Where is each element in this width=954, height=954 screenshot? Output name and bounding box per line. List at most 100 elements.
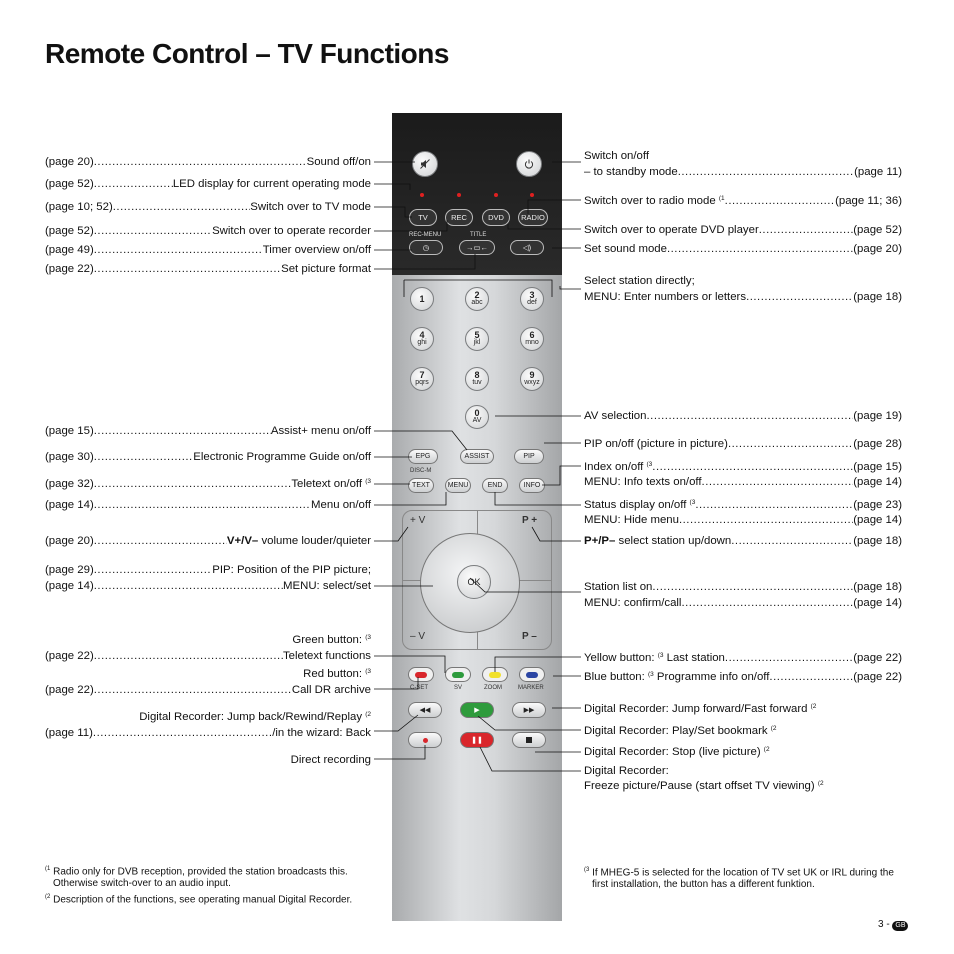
label-led-display: (page 52)LED display for current operati… xyxy=(45,177,371,191)
label-epg: (page 30)Electronic Programme Guide on/o… xyxy=(45,450,371,464)
label-pip-position: (page 29)PIP: Position of the PIP pictur… xyxy=(45,563,371,577)
label-yellow-button: Yellow button: (3 Last station(page 22) xyxy=(584,651,902,665)
label-menu: (page 14)Menu on/off xyxy=(45,498,371,512)
power-button[interactable] xyxy=(516,151,542,177)
label-standby: – to standby mode(page 11) xyxy=(584,165,902,179)
record-button[interactable] xyxy=(408,732,442,748)
yellow-button[interactable] xyxy=(482,667,508,682)
label-info-texts: MENU: Info texts on/off(page 14) xyxy=(584,475,902,489)
timer-button[interactable]: ◷ xyxy=(409,240,443,255)
label-status-display: Status display on/off (3(page 23) xyxy=(584,498,902,512)
text-button[interactable]: TEXT xyxy=(408,478,434,493)
zoom-caption: ZOOM xyxy=(484,685,502,691)
label-dr-pause-2: Freeze picture/Pause (start offset TV vi… xyxy=(584,780,824,792)
forward-button[interactable]: ▶▶ xyxy=(512,702,546,718)
page-number: 3 - GB xyxy=(878,918,909,931)
label-station-updown: P+/P– select station up/down(page 18) xyxy=(584,534,902,548)
label-dr-pause-1: Digital Recorder: xyxy=(584,765,669,777)
forward-icon: ▶▶ xyxy=(523,707,535,714)
label-hide-menu: MENU: Hide menu(page 14) xyxy=(584,513,902,527)
format-icon: →▭← xyxy=(465,243,489,252)
power-icon xyxy=(524,159,534,169)
led-tv xyxy=(420,193,424,197)
red-button[interactable] xyxy=(408,667,434,682)
country-badge: GB xyxy=(892,921,909,931)
blue-button[interactable] xyxy=(519,667,545,682)
label-teletext-functions: (page 22)Teletext functions xyxy=(45,649,371,663)
pause-icon: ❚❚ xyxy=(471,737,483,744)
pip-button[interactable]: PIP xyxy=(514,449,544,464)
key-1[interactable]: 1 xyxy=(410,287,434,311)
clock-icon: ◷ xyxy=(422,243,430,252)
mute-button[interactable] xyxy=(412,151,438,177)
radio-button[interactable]: RADIO xyxy=(518,209,548,226)
label-index: Index on/off (3(page 15) xyxy=(584,460,902,474)
label-tv-mode: (page 10; 52)Switch over to TV mode xyxy=(45,200,371,214)
label-switch-onoff: Switch on/off xyxy=(584,150,650,162)
green-button[interactable] xyxy=(445,667,471,682)
vol-down-button[interactable]: – V xyxy=(410,631,426,642)
picture-format-button[interactable]: →▭← xyxy=(459,240,495,255)
label-menu-select: (page 14)MENU: select/set xyxy=(45,579,371,593)
label-volume: (page 20)V+/V– volume louder/quieter xyxy=(45,534,371,548)
rec-menu-caption: REC-MENU xyxy=(409,232,442,238)
play-button[interactable]: ▶ xyxy=(460,702,494,718)
led-rec xyxy=(457,193,461,197)
label-dr-forward: Digital Recorder: Jump forward/Fast forw… xyxy=(584,703,817,715)
epg-button[interactable]: EPG xyxy=(408,449,438,464)
mute-icon xyxy=(420,159,430,169)
label-station-list: Station list on(page 18) xyxy=(584,580,902,594)
green-key-icon xyxy=(452,671,464,678)
label-dr-archive: (page 22)Call DR archive xyxy=(45,683,371,697)
rec-button[interactable]: REC xyxy=(445,209,473,226)
label-dvd-mode: Switch over to operate DVD player(page 5… xyxy=(584,223,902,237)
end-button[interactable]: END xyxy=(482,478,508,493)
page-title: Remote Control – TV Functions xyxy=(45,38,449,69)
footnote-2: (2 Description of the functions, see ope… xyxy=(45,894,353,906)
ok-button[interactable]: OK xyxy=(457,565,491,599)
cset-caption: C-SET xyxy=(410,685,428,691)
dvd-button[interactable]: DVD xyxy=(482,209,510,226)
record-icon xyxy=(422,737,428,743)
prog-down-button[interactable]: P – xyxy=(522,631,537,642)
label-enter-numbers: MENU: Enter numbers or letters(page 18) xyxy=(584,290,902,304)
yellow-key-icon xyxy=(489,671,501,678)
label-sound-off: (page 20)Sound off/on xyxy=(45,155,371,169)
stop-icon xyxy=(526,737,532,743)
footnote-3: (3 If MHEG-5 is selected for the locatio… xyxy=(584,867,894,879)
assist-button[interactable]: ASSIST xyxy=(460,449,494,464)
sound-mode-button[interactable]: ◁) xyxy=(510,240,544,255)
pause-button[interactable]: ❚❚ xyxy=(460,732,494,748)
led-radio xyxy=(530,193,534,197)
label-timer: (page 49)Timer overview on/off xyxy=(45,243,371,257)
footnote-1: (1 Radio only for DVB reception, provide… xyxy=(45,866,348,878)
stop-button[interactable] xyxy=(512,732,546,748)
rewind-icon: ◀◀ xyxy=(419,707,431,714)
label-confirm: MENU: confirm/call(page 14) xyxy=(584,596,902,610)
rewind-button[interactable]: ◀◀ xyxy=(408,702,442,718)
info-button[interactable]: INFO xyxy=(519,478,545,493)
label-direct-recording: Direct recording xyxy=(290,754,371,766)
label-recorder: (page 52)Switch over to operate recorder xyxy=(45,224,371,238)
title-caption: TITLE xyxy=(470,232,487,238)
prog-up-button[interactable]: P + xyxy=(522,515,538,526)
label-teletext: (page 32)Teletext on/off (3 xyxy=(45,477,371,491)
label-pip: PIP on/off (picture in picture)(page 28) xyxy=(584,437,902,451)
label-av-selection: AV selection(page 19) xyxy=(584,409,902,423)
vol-up-button[interactable]: + V xyxy=(410,515,426,526)
label-green-button: Green button: (3 xyxy=(292,634,371,646)
label-dr-back: Digital Recorder: Jump back/Rewind/Repla… xyxy=(139,711,371,723)
menu-button[interactable]: MENU xyxy=(445,478,471,493)
label-picture-format: (page 22)Set picture format xyxy=(45,262,371,276)
tv-button[interactable]: TV xyxy=(409,209,437,226)
